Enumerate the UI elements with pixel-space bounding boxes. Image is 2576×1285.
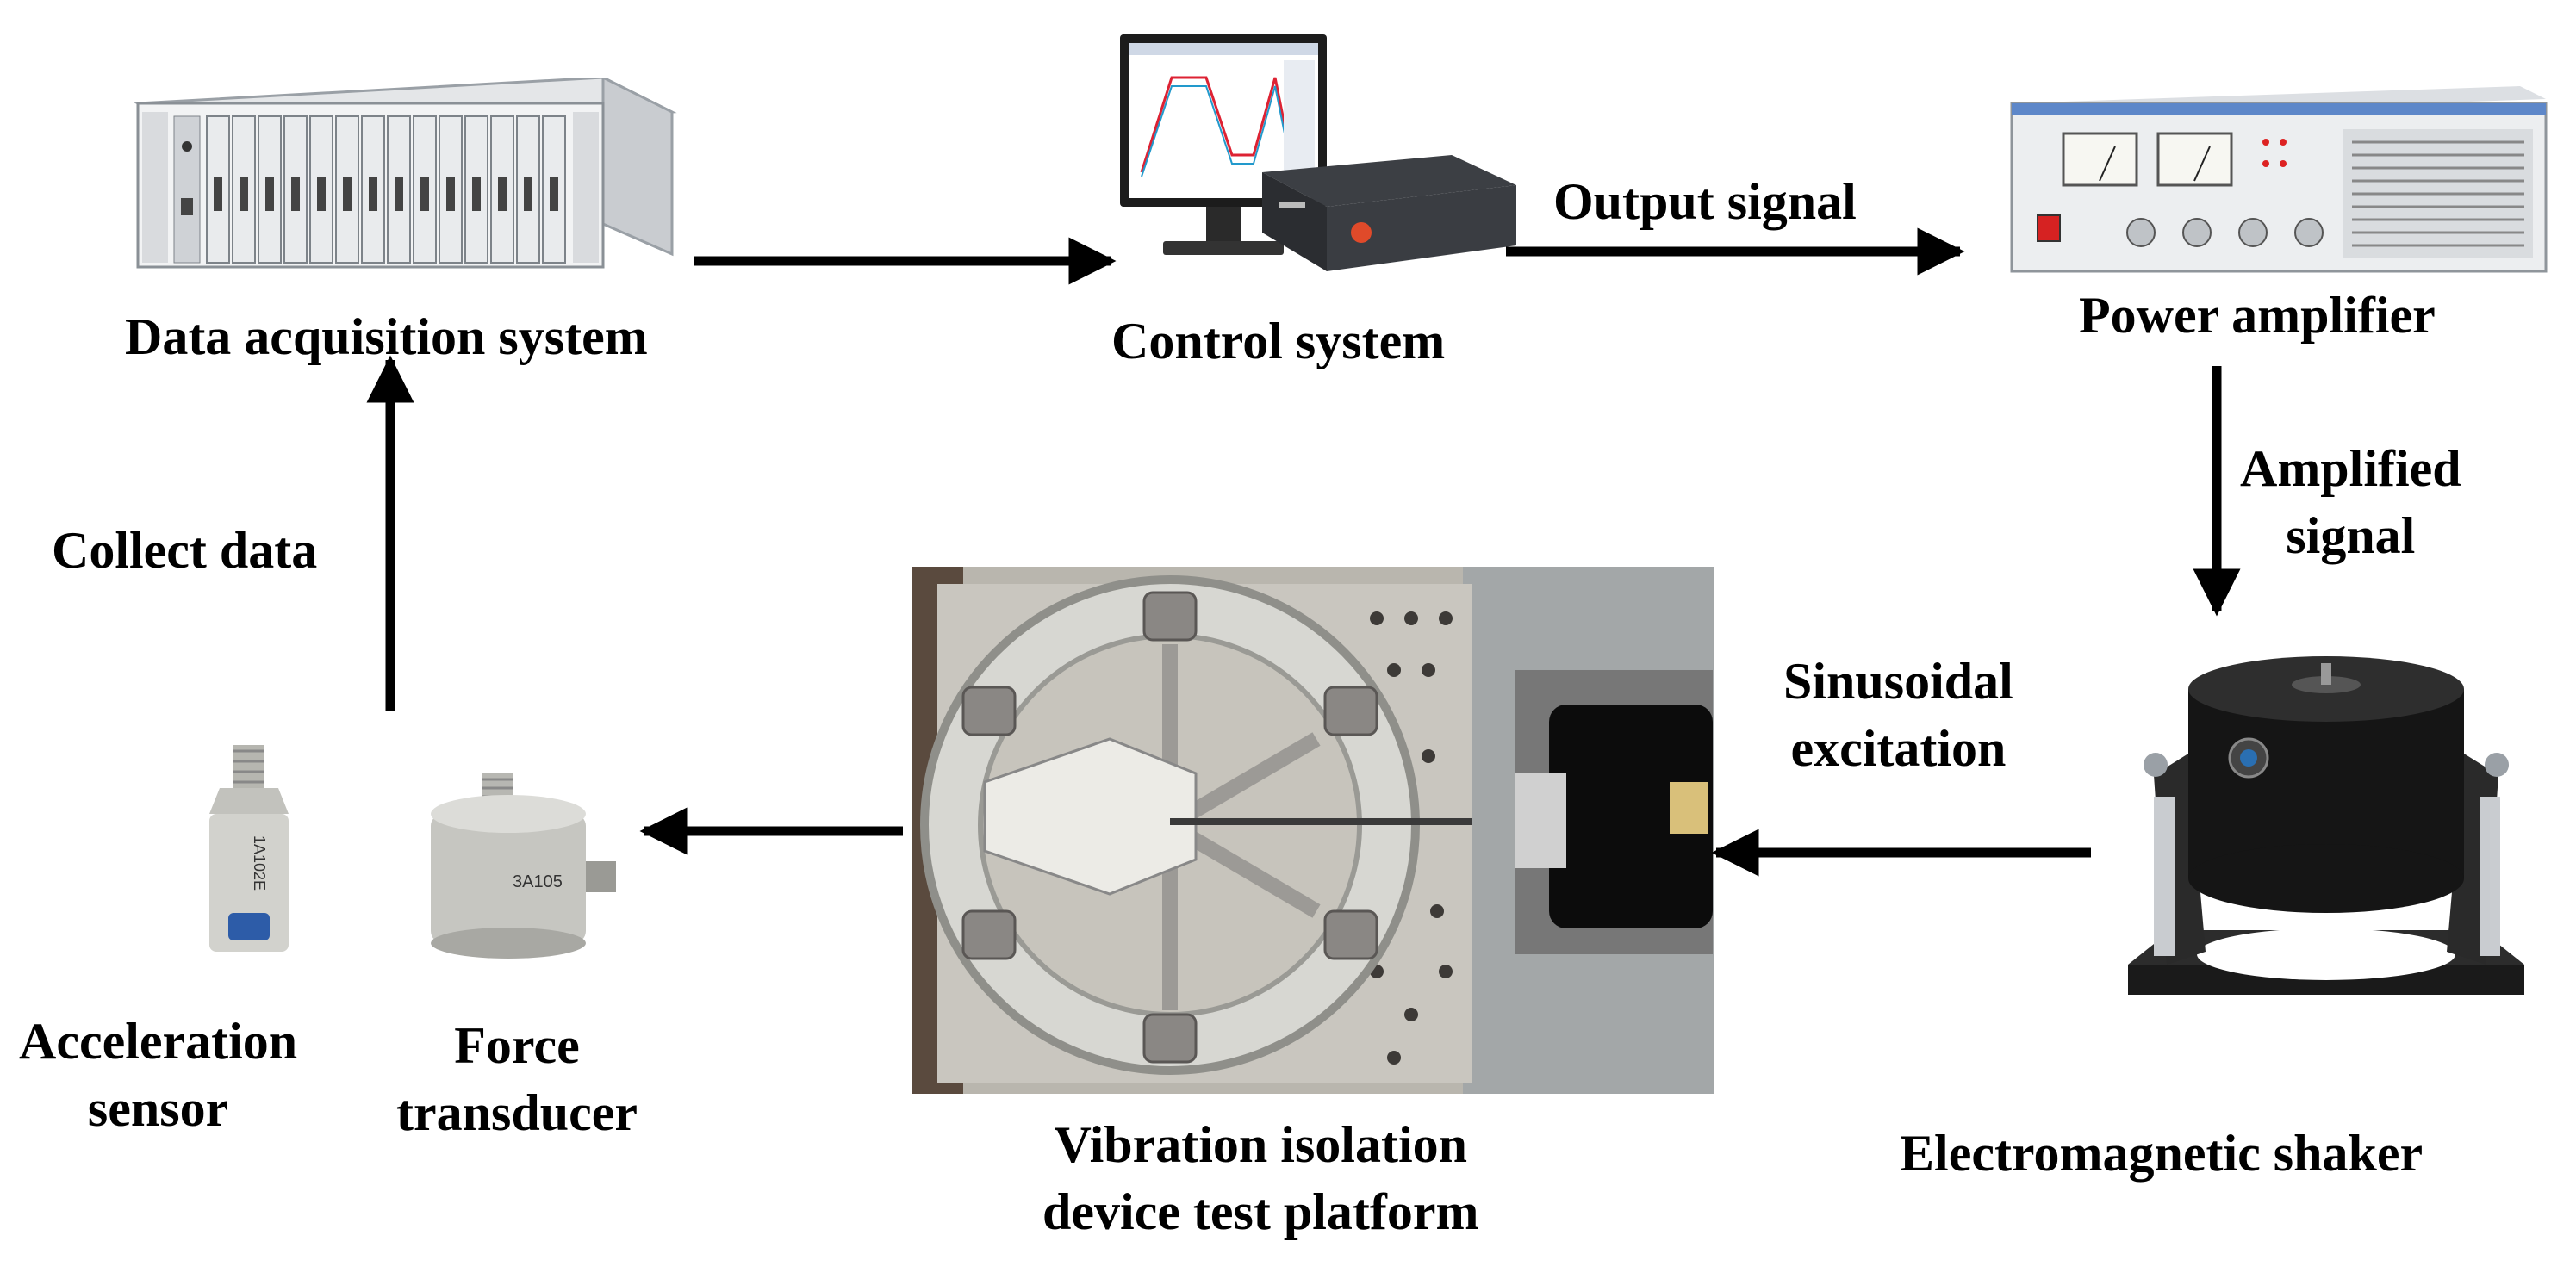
test-platform-label: Vibration isolation device test platform <box>1042 1111 1478 1245</box>
accel-model-text: 1A102E <box>251 835 268 891</box>
force-transducer-label: Force transducer <box>396 1012 638 1146</box>
power-amplifier-image <box>2010 86 2548 273</box>
electromagnetic-shaker-label: Electromagnetic shaker <box>1900 1125 2424 1182</box>
sinusoidal-excitation-label: Sinusoidal excitation <box>1783 648 2013 782</box>
test-platform-line2: device test platform <box>1042 1183 1479 1240</box>
force-transducer-line1: Force <box>454 1017 580 1074</box>
amplified-signal-label: Amplified signal <box>2240 435 2461 569</box>
power-amplifier-label: Power amplifier <box>2079 287 2436 344</box>
data-acquisition-system-image <box>133 78 677 269</box>
acceleration-sensor-image: 1A102E <box>209 745 289 952</box>
control-system-label: Control system <box>1111 313 1446 369</box>
test-platform-line1: Vibration isolation <box>1054 1116 1467 1173</box>
test-platform-image <box>912 567 1714 1094</box>
acceleration-sensor-line2: sensor <box>87 1080 229 1137</box>
control-system-image <box>1120 34 1516 271</box>
force-model-text: 3A105 <box>513 872 563 891</box>
amplified-signal-line1: Amplified <box>2240 440 2461 497</box>
amplified-signal-line2: signal <box>2286 507 2416 564</box>
acceleration-sensor-line1: Acceleration <box>19 1013 298 1070</box>
output-signal-label: Output signal <box>1553 173 1857 230</box>
sinusoidal-excitation-line2: excitation <box>1790 720 2007 777</box>
force-transducer-line2: transducer <box>396 1084 638 1141</box>
electromagnetic-shaker-image <box>2128 656 2524 995</box>
data-acquisition-system-label: Data acquisition system <box>125 308 648 365</box>
acceleration-sensor-label: Acceleration sensor <box>19 1008 297 1142</box>
force-transducer-image: 3A105 <box>431 773 616 959</box>
sinusoidal-excitation-line1: Sinusoidal <box>1783 653 2013 710</box>
collect-data-label: Collect data <box>52 522 318 579</box>
